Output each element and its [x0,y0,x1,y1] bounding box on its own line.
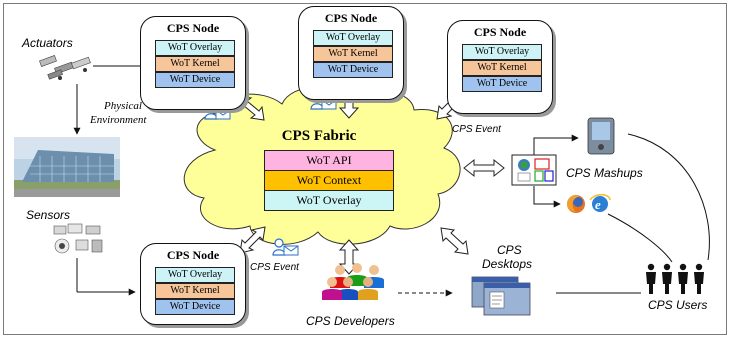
users-group-icon [646,263,704,294]
cps-node-title: CPS Node [166,21,220,35]
wot-overlay-layer: WoT Overlay [155,267,235,283]
wot-device-layer: WoT Device [155,299,235,315]
physical-environment-label-2: Environment [90,114,147,126]
mashup-widget-icon [511,154,557,186]
cps-users-label: CPS Users [648,298,708,312]
wot-kernel-layer: WoT Kernel [462,60,542,76]
wot-api-layer: WoT API [264,150,394,171]
diagram-frame [3,3,727,335]
cps-node-title: CPS Node [166,248,220,262]
wot-overlay-layer: WoT Overlay [462,44,542,60]
wot-kernel-layer: WoT Kernel [155,283,235,299]
wot-kernel-layer: WoT Kernel [155,56,235,72]
sensors-label: Sensors [26,208,71,222]
user-envelope-icons [204,92,487,256]
connector-lines [73,65,710,297]
wot-kernel-layer: WoT Kernel [313,46,393,62]
building-photo-icon [14,137,120,197]
cps-mashups-label: CPS Mashups [566,166,643,180]
actuator-devices-icon [39,55,91,80]
pda-device-icon [587,117,615,155]
cps-node-top-center: CPS Node WoT Overlay WoT Kernel WoT Devi… [298,6,404,100]
cps-node-top-left: CPS Node WoT Overlay WoT Kernel WoT Devi… [140,16,246,110]
cps-node-top-right: CPS Node WoT Overlay WoT Kernel WoT Devi… [447,20,553,114]
wot-overlay-layer: WoT Overlay [155,40,235,56]
sensor-devices-icon [53,223,103,254]
cps-fabric-title: CPS Fabric [281,128,357,144]
cps-desktops-label-1: CPS [497,243,522,257]
wot-overlay-layer: WoT Overlay [313,30,393,46]
cps-developers-label: CPS Developers [306,314,395,328]
actuators-label: Actuators [22,36,73,50]
developers-group-icon [322,263,384,300]
cps-event-label-bottom: CPS Event [250,262,299,273]
cps-event-label-top: CPS Event [452,124,501,135]
cps-desktops-label-2: Desktops [482,257,533,271]
desktop-windows-icon [471,276,531,316]
wot-device-layer: WoT Device [313,62,393,78]
browser-icons: e [567,193,611,213]
cps-node-bottom-left: CPS Node WoT Overlay WoT Kernel WoT Devi… [140,243,246,325]
cps-node-title: CPS Node [324,11,378,25]
svg-text:e: e [595,197,601,212]
physical-environment-label-1: Physical [104,100,142,112]
cps-node-title: CPS Node [473,25,527,39]
wot-device-layer: WoT Device [155,72,235,88]
wot-overlay-fabric-layer: WoT Overlay [264,190,394,211]
wot-device-layer: WoT Device [462,76,542,92]
wot-context-layer: WoT Context [264,170,394,191]
